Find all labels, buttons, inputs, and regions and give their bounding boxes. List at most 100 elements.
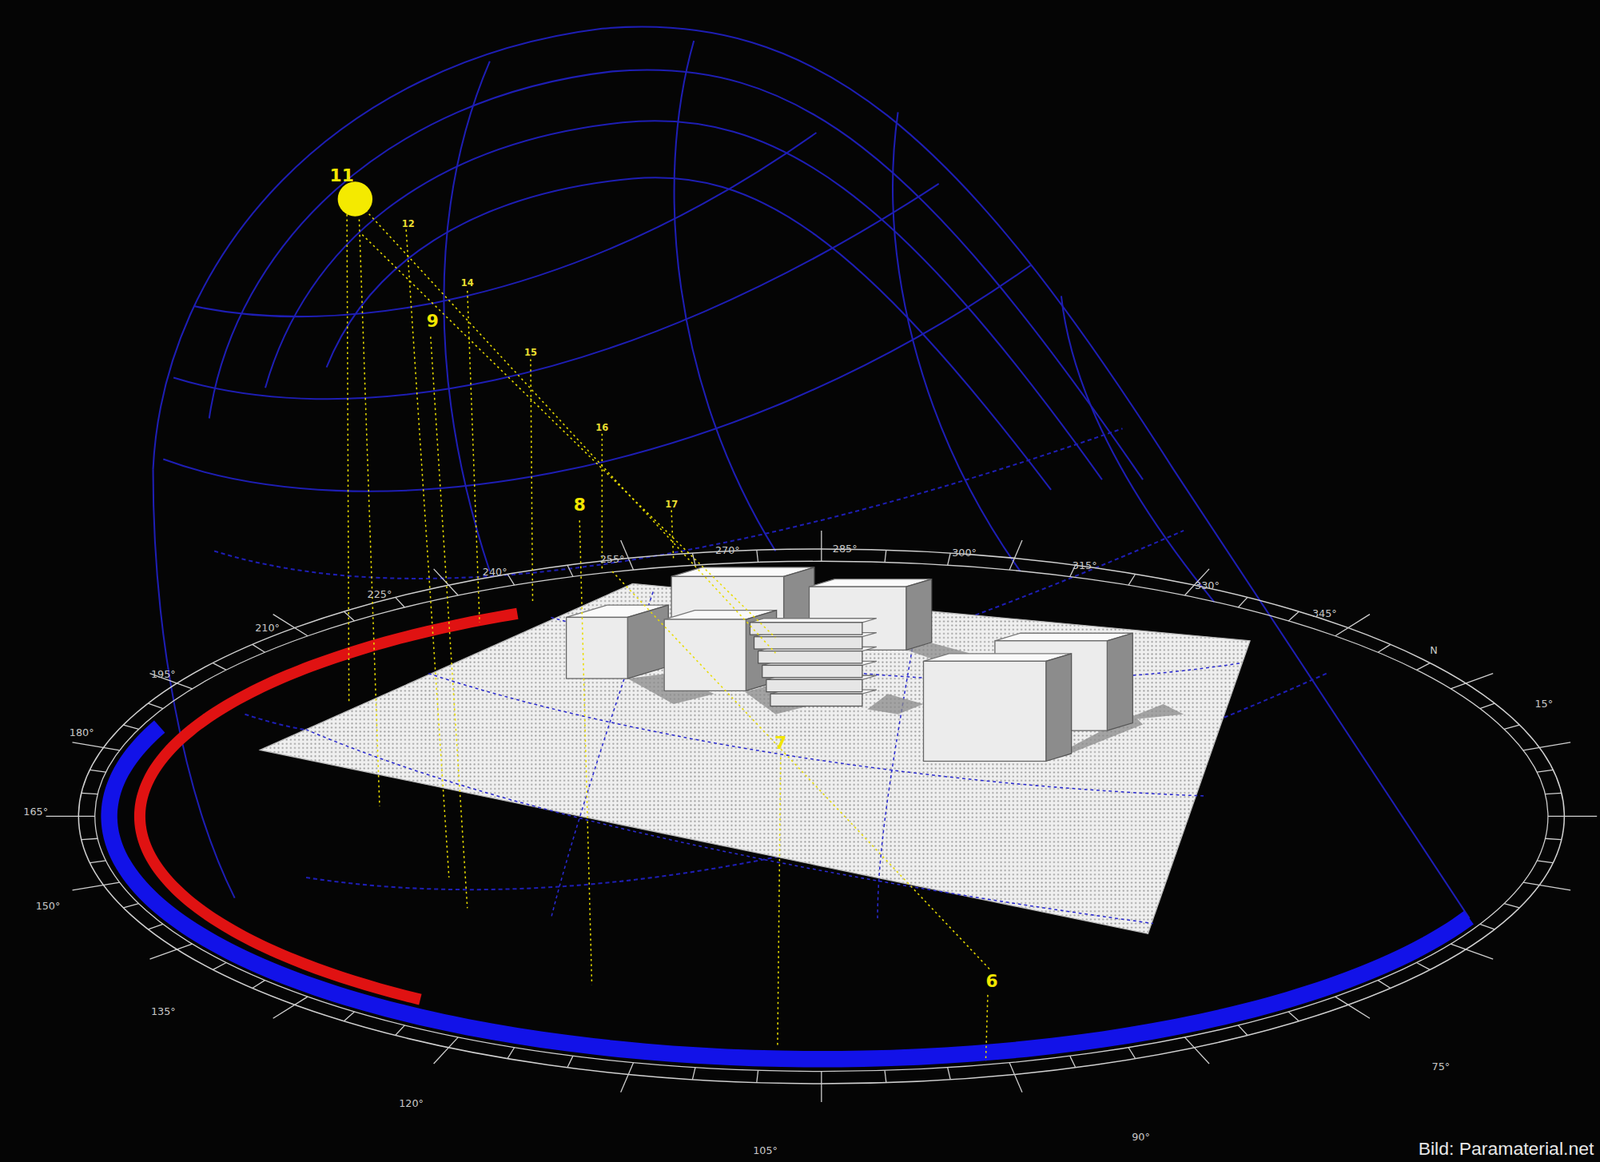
dome-outline — [153, 469, 235, 898]
bearing-label: 285° — [832, 544, 858, 555]
terrace-top — [749, 618, 876, 623]
terrace-face — [770, 693, 863, 706]
compass-tick — [947, 1067, 952, 1080]
bearing-label: 255° — [600, 553, 625, 565]
bearing-label: 195° — [151, 669, 176, 681]
compass-tick — [1009, 1062, 1023, 1093]
compass-tick — [72, 882, 120, 891]
dome-arc — [163, 265, 1031, 492]
compass-tick — [756, 1070, 759, 1083]
terrace-face — [762, 664, 863, 677]
compass-tick — [1335, 614, 1370, 637]
compass-tick — [1536, 769, 1553, 773]
bearing-label: 135° — [151, 1006, 176, 1018]
compass-tick — [1237, 597, 1248, 608]
terrace-face — [754, 636, 863, 649]
dome-arc — [443, 61, 490, 572]
bearing-label: 90° — [1131, 1132, 1151, 1143]
compass-tick — [1450, 673, 1493, 689]
bearing-label: 75° — [1432, 1062, 1451, 1073]
sun-ray — [358, 219, 380, 807]
compass-tick — [507, 1047, 515, 1059]
compass-tick — [1237, 1025, 1248, 1036]
compass-tick — [273, 996, 308, 1019]
bearing-label: 180° — [69, 727, 95, 738]
compass-tick — [820, 530, 822, 562]
compass-tick — [884, 549, 887, 562]
compass-tick — [149, 943, 192, 960]
compass-tick — [692, 553, 696, 566]
side-wall — [1046, 653, 1072, 762]
compass-tick — [395, 1025, 406, 1036]
compass-tick — [1544, 838, 1561, 840]
compass-tick — [884, 1070, 887, 1083]
compass-tick — [1416, 963, 1431, 971]
compass-tick — [1536, 860, 1553, 864]
bearing-label: 105° — [752, 1146, 778, 1157]
compass-tick — [395, 597, 406, 608]
sun-ray — [430, 336, 468, 908]
compass-tick — [212, 963, 227, 971]
compass-tick — [45, 815, 95, 817]
compass-tick — [1480, 923, 1496, 929]
sun-ray — [354, 199, 776, 653]
compass-tick — [1504, 724, 1520, 729]
compass-tick — [433, 569, 459, 596]
compass-tick — [1377, 644, 1391, 653]
compass-tick — [72, 742, 120, 751]
compass-tick — [89, 860, 106, 864]
hour-label: 9 — [426, 312, 439, 331]
bearing-label: 315° — [1072, 561, 1098, 572]
compass-tick — [1009, 540, 1023, 570]
watermark: Bild: Paramaterial.net — [1418, 1139, 1595, 1159]
compass-tick — [567, 1055, 574, 1067]
sun-path-lines — [346, 199, 990, 1062]
dome-arc — [209, 69, 1143, 480]
compass-tick — [1288, 1011, 1299, 1022]
compass-tick — [947, 553, 952, 566]
compass-tick — [1377, 980, 1391, 989]
compass-tick — [81, 838, 98, 840]
dome-arc — [173, 183, 940, 399]
sun-ray — [985, 995, 988, 1062]
hour-label: 17 — [664, 500, 678, 510]
compass-tick — [147, 703, 164, 709]
compass-tick — [507, 573, 515, 586]
compass-tick — [123, 724, 139, 729]
compass-tick — [567, 565, 574, 577]
bearing-label: 345° — [1312, 608, 1338, 620]
compass-tick — [756, 549, 759, 562]
side-wall — [906, 579, 932, 651]
bearing-label: 225° — [367, 589, 393, 601]
sun-ray — [579, 520, 592, 985]
sun — [338, 181, 373, 216]
compass-tick — [1480, 703, 1496, 709]
bearing-label: 330° — [1194, 580, 1220, 591]
compass-tick — [147, 923, 164, 929]
compass-tick — [1548, 815, 1597, 817]
bearing-label: 150° — [35, 900, 61, 912]
front-wall — [566, 616, 629, 679]
bearing-label: 15° — [1534, 699, 1553, 710]
compass-tick — [343, 1011, 355, 1022]
hour-label: 14 — [461, 278, 474, 288]
ground-grid — [306, 592, 1240, 924]
sun-ray — [362, 234, 776, 638]
compass-tick — [433, 1037, 459, 1064]
side-wall — [1106, 632, 1133, 731]
compass-tick — [1416, 663, 1431, 671]
ground-plane — [260, 583, 1250, 934]
compass-tick — [620, 1062, 634, 1093]
hour-label: 8 — [573, 496, 586, 514]
dome-arc — [194, 132, 817, 317]
dome-arc — [1061, 295, 1215, 602]
terrace-face — [758, 651, 863, 664]
compass-tick — [123, 903, 139, 908]
compass-tick — [1544, 792, 1561, 794]
building — [566, 604, 669, 679]
terrace-face — [749, 622, 862, 635]
terrace — [749, 618, 876, 635]
hour-label: 15 — [524, 348, 538, 358]
